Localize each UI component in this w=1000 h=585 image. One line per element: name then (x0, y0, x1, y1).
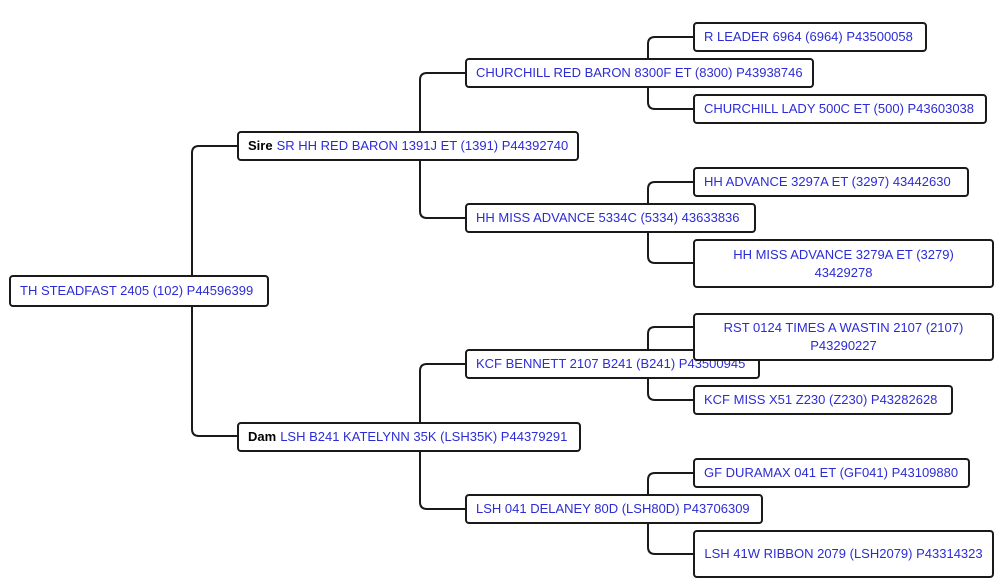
connector-dam-dam (419, 450, 465, 510)
sire-sire-dam-node[interactable]: CHURCHILL LADY 500C ET (500) P43603038 (693, 94, 987, 124)
subject-animal-link[interactable]: TH STEADFAST 2405 (102) P44596399 (20, 283, 254, 298)
sire-sire-sire-name-link[interactable]: R LEADER 6964 (6964) P43500058 (704, 29, 913, 44)
connector-ss-dam (647, 87, 693, 110)
connector-subject-dam (191, 306, 237, 437)
subject-animal-node[interactable]: TH STEADFAST 2405 (102) P44596399 (9, 275, 269, 307)
dam-dam-sire-node[interactable]: GF DURAMAX 041 ET (GF041) P43109880 (693, 458, 970, 488)
sire-sire-dam-name-link[interactable]: CHURCHILL LADY 500C ET (500) P43603038 (704, 101, 975, 116)
sire-dam-name-link[interactable]: HH MISS ADVANCE 5334C (5334) 43633836 (476, 210, 740, 225)
sire-relation-label: Sire (248, 138, 273, 153)
dam-sire-dam-name-link[interactable]: KCF MISS X51 Z230 (Z230) P43282628 (704, 392, 938, 407)
connector-subject-sire (191, 145, 237, 277)
connector-sire-sire (419, 72, 465, 132)
dam-name-link[interactable]: LSH B241 KATELYNN 35K (LSH35K) P44379291 (280, 429, 568, 444)
dam-sire-sire-node[interactable]: RST 0124 TIMES A WASTIN 2107 (2107) P432… (693, 313, 994, 361)
connector-dam-sire (419, 363, 465, 422)
dam-dam-dam-name-link[interactable]: LSH 41W RIBBON 2079 (LSH2079) P43314323 (704, 546, 983, 561)
dam-dam-name-link[interactable]: LSH 041 DELANEY 80D (LSH80D) P43706309 (476, 501, 750, 516)
connector-sire-dam (419, 160, 465, 219)
sire-sire-sire-node[interactable]: R LEADER 6964 (6964) P43500058 (693, 22, 927, 52)
dam-sire-dam-node[interactable]: KCF MISS X51 Z230 (Z230) P43282628 (693, 385, 953, 415)
connector-sd-dam (647, 232, 693, 264)
connector-dd-sire (647, 472, 693, 495)
connector-sd-sire (647, 181, 693, 204)
sire-dam-node[interactable]: HH MISS ADVANCE 5334C (5334) 43633836 (465, 203, 756, 233)
sire-sire-name-link[interactable]: CHURCHILL RED BARON 8300F ET (8300) P439… (476, 65, 803, 80)
connector-ds-sire (647, 326, 693, 350)
sire-dam-sire-node[interactable]: HH ADVANCE 3297A ET (3297) 43442630 (693, 167, 969, 197)
dam-dam-dam-node[interactable]: LSH 41W RIBBON 2079 (LSH2079) P43314323 (693, 530, 994, 578)
sire-dam-dam-node[interactable]: HH MISS ADVANCE 3279A ET (3279) 43429278 (693, 239, 994, 288)
dam-dam-node[interactable]: LSH 041 DELANEY 80D (LSH80D) P43706309 (465, 494, 763, 524)
connector-ds-dam (647, 378, 693, 401)
dam-sire-sire-name-link[interactable]: RST 0124 TIMES A WASTIN 2107 (2107) P432… (723, 320, 964, 353)
sire-dam-dam-name-link[interactable]: HH MISS ADVANCE 3279A ET (3279) 43429278 (733, 246, 954, 280)
sire-dam-sire-name-link[interactable]: HH ADVANCE 3297A ET (3297) 43442630 (704, 174, 951, 189)
dam-relation-label: Dam (248, 429, 277, 444)
dam-sire-name-link[interactable]: KCF BENNETT 2107 B241 (B241) P43500945 (476, 356, 746, 371)
connector-ss-sire (647, 36, 693, 59)
dam-dam-sire-name-link[interactable]: GF DURAMAX 041 ET (GF041) P43109880 (704, 465, 959, 480)
connector-dd-dam (647, 523, 693, 555)
sire-node[interactable]: Sire SR HH RED BARON 1391J ET (1391) P44… (237, 131, 579, 161)
sire-name-link[interactable]: SR HH RED BARON 1391J ET (1391) P4439274… (276, 138, 569, 153)
dam-node[interactable]: Dam LSH B241 KATELYNN 35K (LSH35K) P4437… (237, 422, 581, 452)
sire-sire-node[interactable]: CHURCHILL RED BARON 8300F ET (8300) P439… (465, 58, 814, 88)
